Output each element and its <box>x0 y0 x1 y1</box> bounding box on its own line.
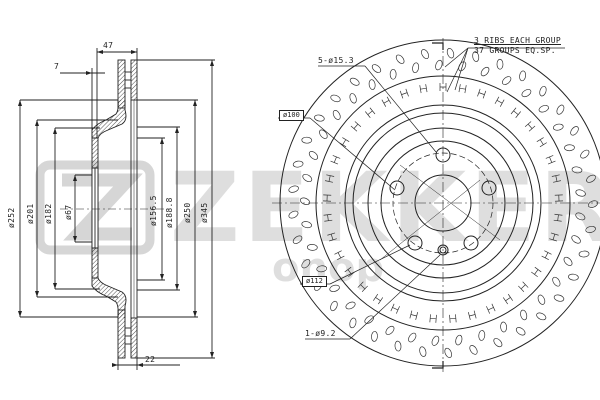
dim-offset: 7 <box>54 62 60 71</box>
callout-screw-hole: 1-ø9.2 <box>305 329 336 338</box>
callout-pcd: ø100 <box>279 110 304 121</box>
note-ribs-line2: 37 GROUPS EQ.SP. <box>474 46 556 55</box>
callout-centering: ø112 <box>302 276 327 287</box>
callout-bolt-holes: 5-ø15.3 <box>318 56 354 65</box>
note-ribs-line1: 3 RIBS EACH GROUP <box>474 36 561 45</box>
watermark-brand: ZEKKERT <box>170 152 600 264</box>
watermark-secondary: onop <box>272 245 385 291</box>
dim-disc-thickness: 22 <box>145 355 156 364</box>
dim-width-total: 47 <box>103 41 114 50</box>
